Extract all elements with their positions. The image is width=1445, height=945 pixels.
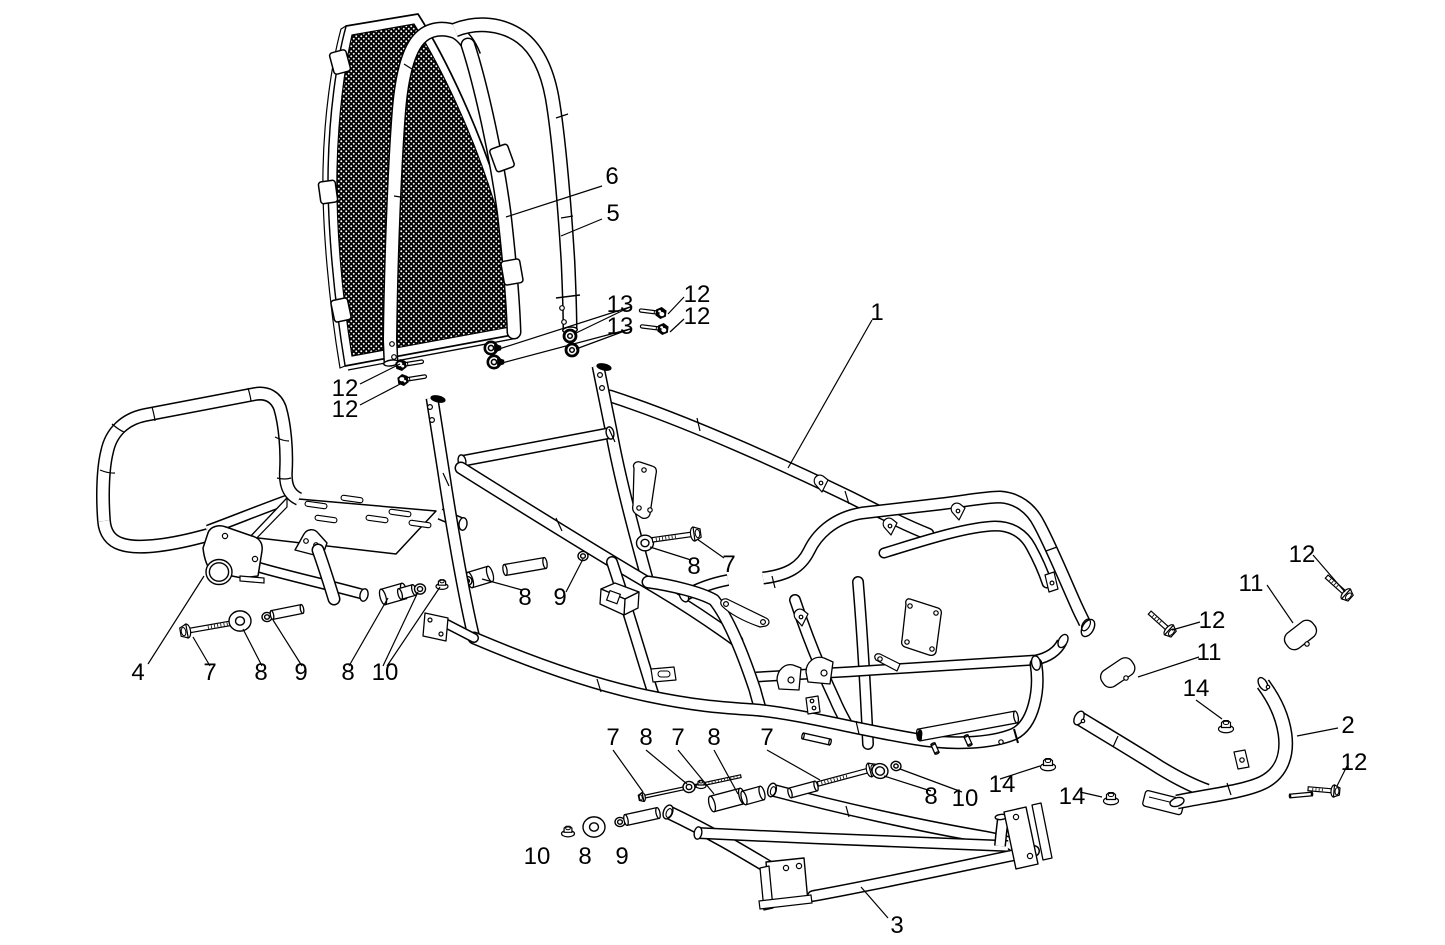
svg-text:9: 9 bbox=[553, 584, 566, 611]
svg-text:7: 7 bbox=[722, 551, 735, 578]
svg-text:8: 8 bbox=[518, 584, 531, 611]
svg-text:6: 6 bbox=[605, 163, 618, 190]
svg-text:8: 8 bbox=[578, 843, 591, 870]
svg-text:8: 8 bbox=[707, 724, 720, 751]
svg-text:12: 12 bbox=[684, 281, 711, 308]
svg-text:8: 8 bbox=[341, 659, 354, 686]
svg-text:9: 9 bbox=[615, 843, 628, 870]
svg-text:11: 11 bbox=[1197, 639, 1222, 666]
svg-text:10: 10 bbox=[524, 843, 551, 870]
svg-text:12: 12 bbox=[332, 375, 359, 402]
svg-text:7: 7 bbox=[671, 724, 684, 751]
svg-text:10: 10 bbox=[372, 659, 399, 686]
svg-text:8: 8 bbox=[254, 659, 267, 686]
svg-text:2: 2 bbox=[1341, 712, 1354, 739]
svg-text:8: 8 bbox=[924, 783, 937, 810]
svg-text:11: 11 bbox=[1239, 570, 1264, 597]
svg-text:8: 8 bbox=[639, 724, 652, 751]
svg-text:4: 4 bbox=[131, 659, 144, 686]
svg-text:14: 14 bbox=[1183, 675, 1210, 702]
svg-text:7: 7 bbox=[203, 659, 216, 686]
svg-text:9: 9 bbox=[294, 659, 307, 686]
svg-text:12: 12 bbox=[1289, 541, 1316, 568]
svg-text:1: 1 bbox=[870, 299, 883, 326]
svg-text:12: 12 bbox=[1199, 607, 1226, 634]
svg-text:12: 12 bbox=[684, 303, 711, 330]
svg-text:7: 7 bbox=[606, 724, 619, 751]
svg-text:14: 14 bbox=[989, 771, 1016, 798]
svg-text:10: 10 bbox=[952, 785, 979, 812]
svg-text:12: 12 bbox=[332, 396, 359, 423]
svg-text:7: 7 bbox=[760, 724, 773, 751]
svg-text:3: 3 bbox=[890, 912, 903, 939]
svg-text:12: 12 bbox=[1341, 749, 1368, 776]
svg-text:13: 13 bbox=[607, 313, 634, 340]
svg-text:5: 5 bbox=[606, 200, 619, 227]
svg-text:14: 14 bbox=[1059, 783, 1086, 810]
svg-text:13: 13 bbox=[607, 291, 634, 318]
svg-text:8: 8 bbox=[687, 553, 700, 580]
